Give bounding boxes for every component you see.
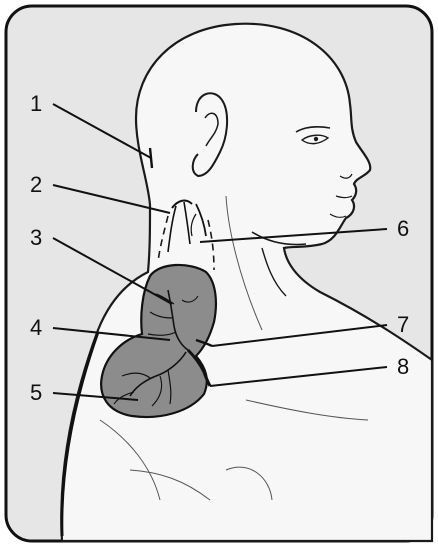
callout-3: 3 bbox=[30, 227, 42, 249]
callout-8: 8 bbox=[397, 356, 409, 378]
callout-2: 2 bbox=[30, 174, 42, 196]
callout-7: 7 bbox=[397, 314, 409, 336]
callout-1: 1 bbox=[30, 93, 42, 115]
callout-5: 5 bbox=[30, 382, 42, 404]
callout-4: 4 bbox=[30, 317, 42, 339]
pupil bbox=[314, 137, 318, 141]
callout-6: 6 bbox=[397, 218, 409, 240]
